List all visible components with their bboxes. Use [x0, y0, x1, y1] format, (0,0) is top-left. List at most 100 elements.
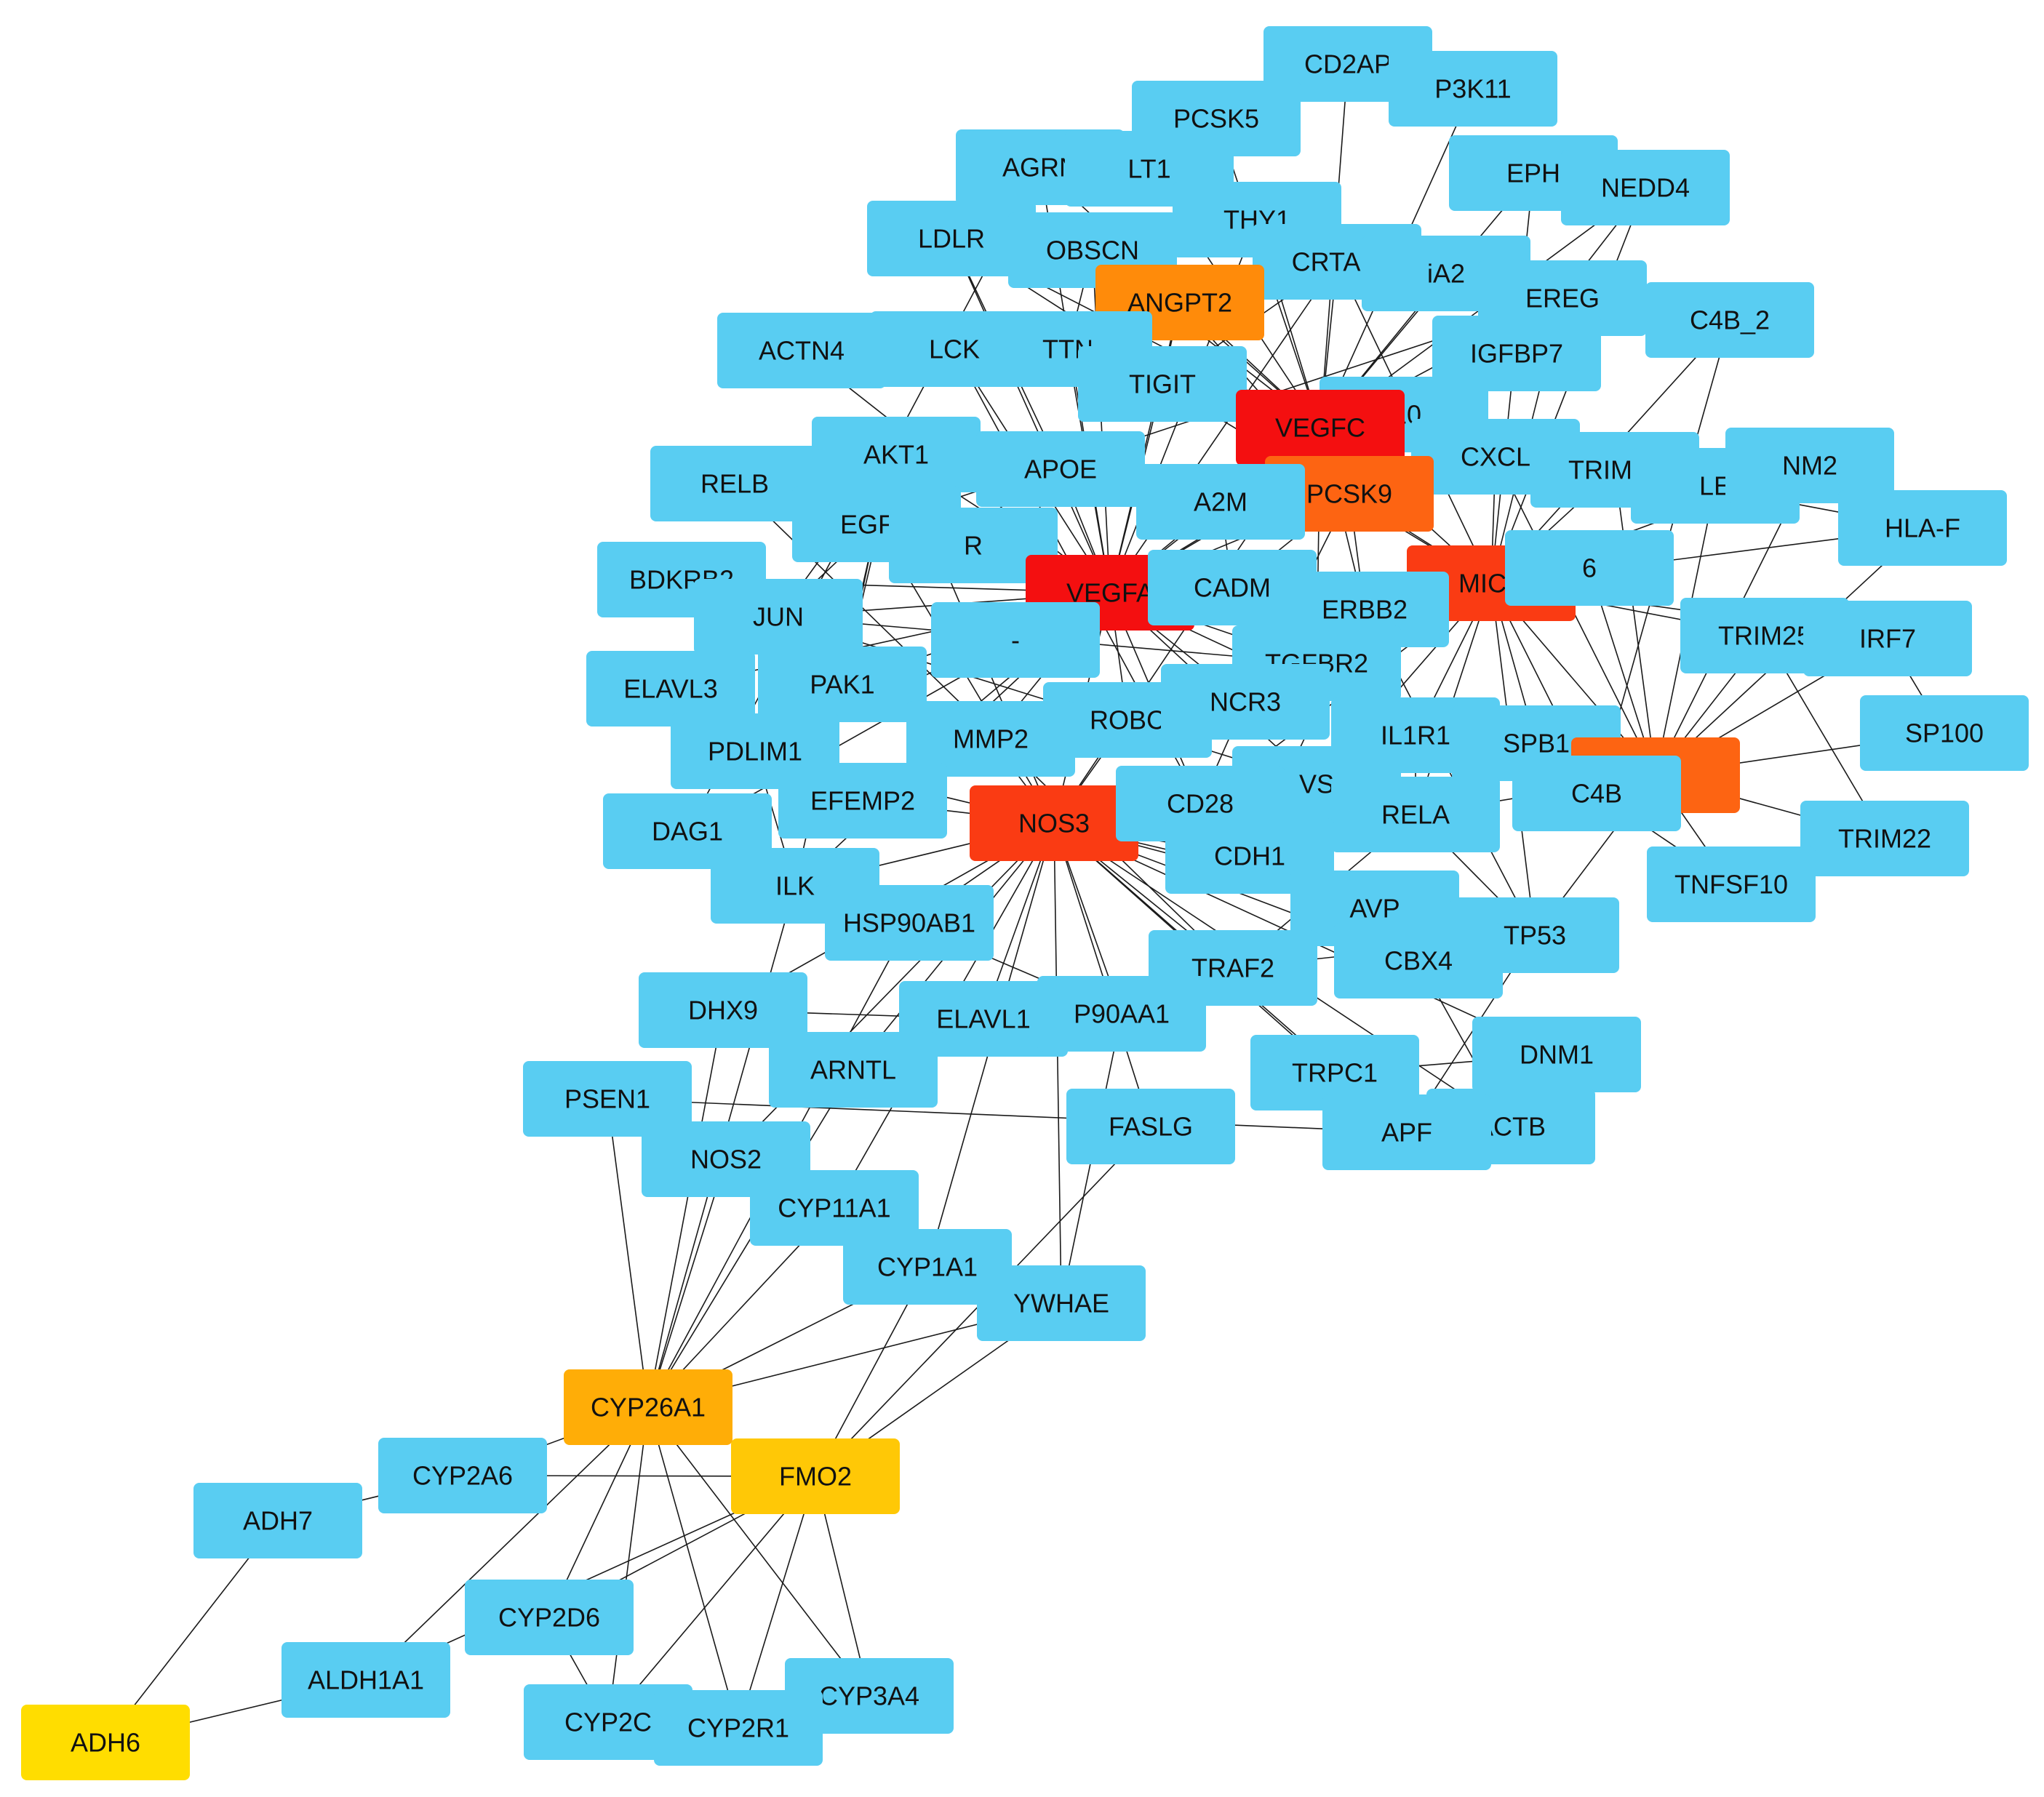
node-cyp2c[interactable]: CYP2C: [524, 1684, 692, 1760]
node-x6[interactable]: 6: [1505, 530, 1674, 606]
node-label: CBX4: [1384, 946, 1453, 976]
node-label: ADH7: [243, 1506, 313, 1536]
node-label: CYP2A6: [412, 1461, 513, 1491]
node-label: CD28: [1167, 789, 1234, 819]
node-hsp90aa1[interactable]: P90AA1: [1037, 976, 1206, 1052]
node-box: [282, 1642, 450, 1718]
node-label: EPH: [1506, 159, 1560, 188]
node-a2m[interactable]: A2M: [1136, 464, 1305, 540]
node-box: [1037, 976, 1206, 1052]
node-mmp2[interactable]: MMP2: [906, 701, 1075, 777]
node-dhx9[interactable]: DHX9: [639, 972, 807, 1048]
node-irf7[interactable]: IRF7: [1803, 601, 1972, 676]
node-label: LT1: [1127, 154, 1170, 184]
node-c4b-2[interactable]: C4B_2: [1645, 282, 1814, 358]
node-label: PSEN1: [564, 1084, 650, 1114]
node-label: -: [1011, 625, 1020, 655]
node-box: [889, 508, 1058, 583]
node-cyp2r1[interactable]: CYP2R1: [654, 1690, 823, 1766]
node-sp100[interactable]: SP100: [1860, 695, 2029, 771]
node-box: [1803, 601, 1972, 676]
node-igfbp7[interactable]: IGFBP7: [1432, 316, 1601, 391]
node-elavl1[interactable]: ELAVL1: [899, 981, 1068, 1057]
node-adh6[interactable]: ADH6: [21, 1705, 190, 1780]
edge-cyp26a1-cyp3a4: [647, 1406, 870, 1697]
node-efemp2[interactable]: EFEMP2: [778, 763, 947, 839]
node-pak1[interactable]: PAK1: [758, 647, 927, 722]
node-ncr3[interactable]: NCR3: [1161, 664, 1330, 740]
node-label: VEGFC: [1275, 413, 1365, 443]
node-ir[interactable]: R: [889, 508, 1058, 583]
node-label: APF: [1381, 1118, 1432, 1148]
node-cyp2d6[interactable]: CYP2D6: [465, 1580, 634, 1655]
node-cadm[interactable]: CADM: [1148, 550, 1317, 625]
node-vegfc[interactable]: VEGFC: [1236, 390, 1405, 465]
node-label: ARNTL: [810, 1055, 896, 1085]
node-faslg[interactable]: FASLG: [1066, 1089, 1235, 1164]
node-nos3[interactable]: NOS3: [970, 785, 1138, 861]
node-label: JUN: [753, 602, 804, 632]
node-box: [1066, 1089, 1235, 1164]
node-label: ACTN4: [759, 336, 845, 366]
node-box: [465, 1580, 634, 1655]
node-label: IL1R1: [1381, 721, 1450, 751]
node-cyp2a6[interactable]: CYP2A6: [378, 1438, 547, 1513]
node-box: [564, 1369, 732, 1445]
node-box: [1860, 695, 2029, 771]
node-akt1[interactable]: AKT1: [812, 417, 981, 492]
node-box: [867, 201, 1036, 276]
node-hidden[interactable]: -: [931, 602, 1100, 678]
node-cyp11a1[interactable]: CYP11A1: [750, 1170, 919, 1246]
node-c4b[interactable]: C4B: [1512, 756, 1681, 831]
node-label: TRPC1: [1292, 1058, 1378, 1088]
node-cbx4[interactable]: CBX4: [1334, 923, 1503, 998]
node-actn4[interactable]: ACTN4: [717, 313, 886, 388]
node-aldh1a1[interactable]: ALDH1A1: [282, 1642, 450, 1718]
node-label: DAG1: [652, 817, 723, 847]
node-box: [1838, 490, 2007, 566]
node-label: YWHAE: [1013, 1289, 1109, 1318]
node-relb[interactable]: RELB: [650, 446, 819, 521]
node-label: EFEMP2: [810, 786, 915, 816]
node-elavl3[interactable]: ELAVL3: [586, 651, 755, 727]
node-cyp1a1[interactable]: CYP1A1: [843, 1229, 1012, 1305]
node-app[interactable]: APF: [1322, 1094, 1491, 1170]
node-psen1[interactable]: PSEN1: [523, 1061, 692, 1137]
node-hla-f[interactable]: HLA-F: [1838, 490, 2007, 566]
node-box: [976, 431, 1145, 507]
node-box: [1322, 1094, 1491, 1170]
node-arntl[interactable]: ARNTL: [769, 1032, 938, 1108]
node-trim22[interactable]: TRIM22: [1800, 801, 1969, 876]
node-box: [1236, 390, 1405, 465]
node-label: R: [964, 531, 983, 561]
node-box: [1725, 428, 1894, 503]
node-box: [1389, 51, 1557, 127]
node-box: [825, 885, 994, 961]
node-dnm1[interactable]: DNM1: [1472, 1017, 1641, 1092]
node-fmo2[interactable]: FMO2: [731, 1438, 900, 1514]
node-hsp90ab1[interactable]: HSP90AB1: [825, 885, 994, 961]
node-ywhae[interactable]: YWHAE: [977, 1265, 1146, 1341]
node-ldlr[interactable]: LDLR: [867, 201, 1036, 276]
node-tnfsf10[interactable]: TNFSF10: [1647, 847, 1816, 922]
node-p3k11[interactable]: P3K11: [1389, 51, 1557, 127]
node-label: ADH6: [71, 1728, 140, 1758]
node-apoe[interactable]: APOE: [976, 431, 1145, 507]
node-box: [977, 1265, 1146, 1341]
node-rela[interactable]: RELA: [1331, 777, 1500, 852]
node-cyp26a1[interactable]: CYP26A1: [564, 1369, 732, 1445]
node-cyp3a4[interactable]: CYP3A4: [785, 1658, 954, 1734]
node-box: [970, 785, 1138, 861]
node-trpc1[interactable]: TRPC1: [1250, 1035, 1419, 1110]
node-nm2[interactable]: NM2: [1725, 428, 1894, 503]
node-tigit[interactable]: TIGIT: [1078, 346, 1247, 422]
node-label: SP100: [1905, 719, 1984, 748]
node-box: [654, 1690, 823, 1766]
node-pcsk9[interactable]: PCSK9: [1265, 456, 1434, 532]
node-adh7[interactable]: ADH7: [193, 1483, 362, 1558]
node-label: C4B_2: [1690, 305, 1770, 335]
node-label: CYP1A1: [877, 1252, 978, 1282]
node-nedd4[interactable]: NEDD4: [1561, 150, 1730, 225]
node-jun[interactable]: JUN: [694, 579, 863, 655]
node-label: ALDH1A1: [308, 1665, 424, 1695]
